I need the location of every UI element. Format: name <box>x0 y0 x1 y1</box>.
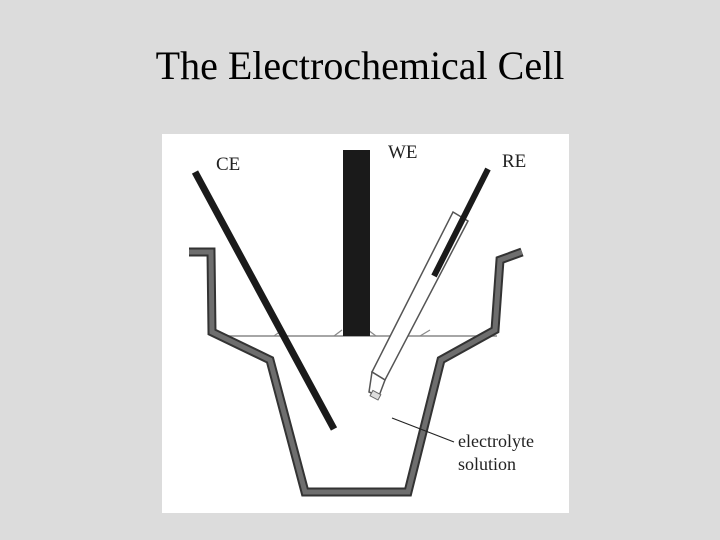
cell-illustration: CE WE RE electrolyte solution <box>189 142 534 497</box>
electrolyte-pointer-line <box>391 417 455 443</box>
working-electrode <box>343 150 370 336</box>
solution-label: solution <box>458 454 516 474</box>
slide-title: The Electrochemical Cell <box>155 43 565 88</box>
electrolyte-label: electrolyte <box>458 431 534 451</box>
re-label: RE <box>502 151 526 172</box>
ce-label: CE <box>216 154 240 175</box>
reference-electrode <box>431 167 491 278</box>
counter-electrode <box>191 170 338 431</box>
electrochemical-cell-diagram: CE WE RE electrolyte solution <box>162 134 569 513</box>
we-label: WE <box>388 142 418 163</box>
